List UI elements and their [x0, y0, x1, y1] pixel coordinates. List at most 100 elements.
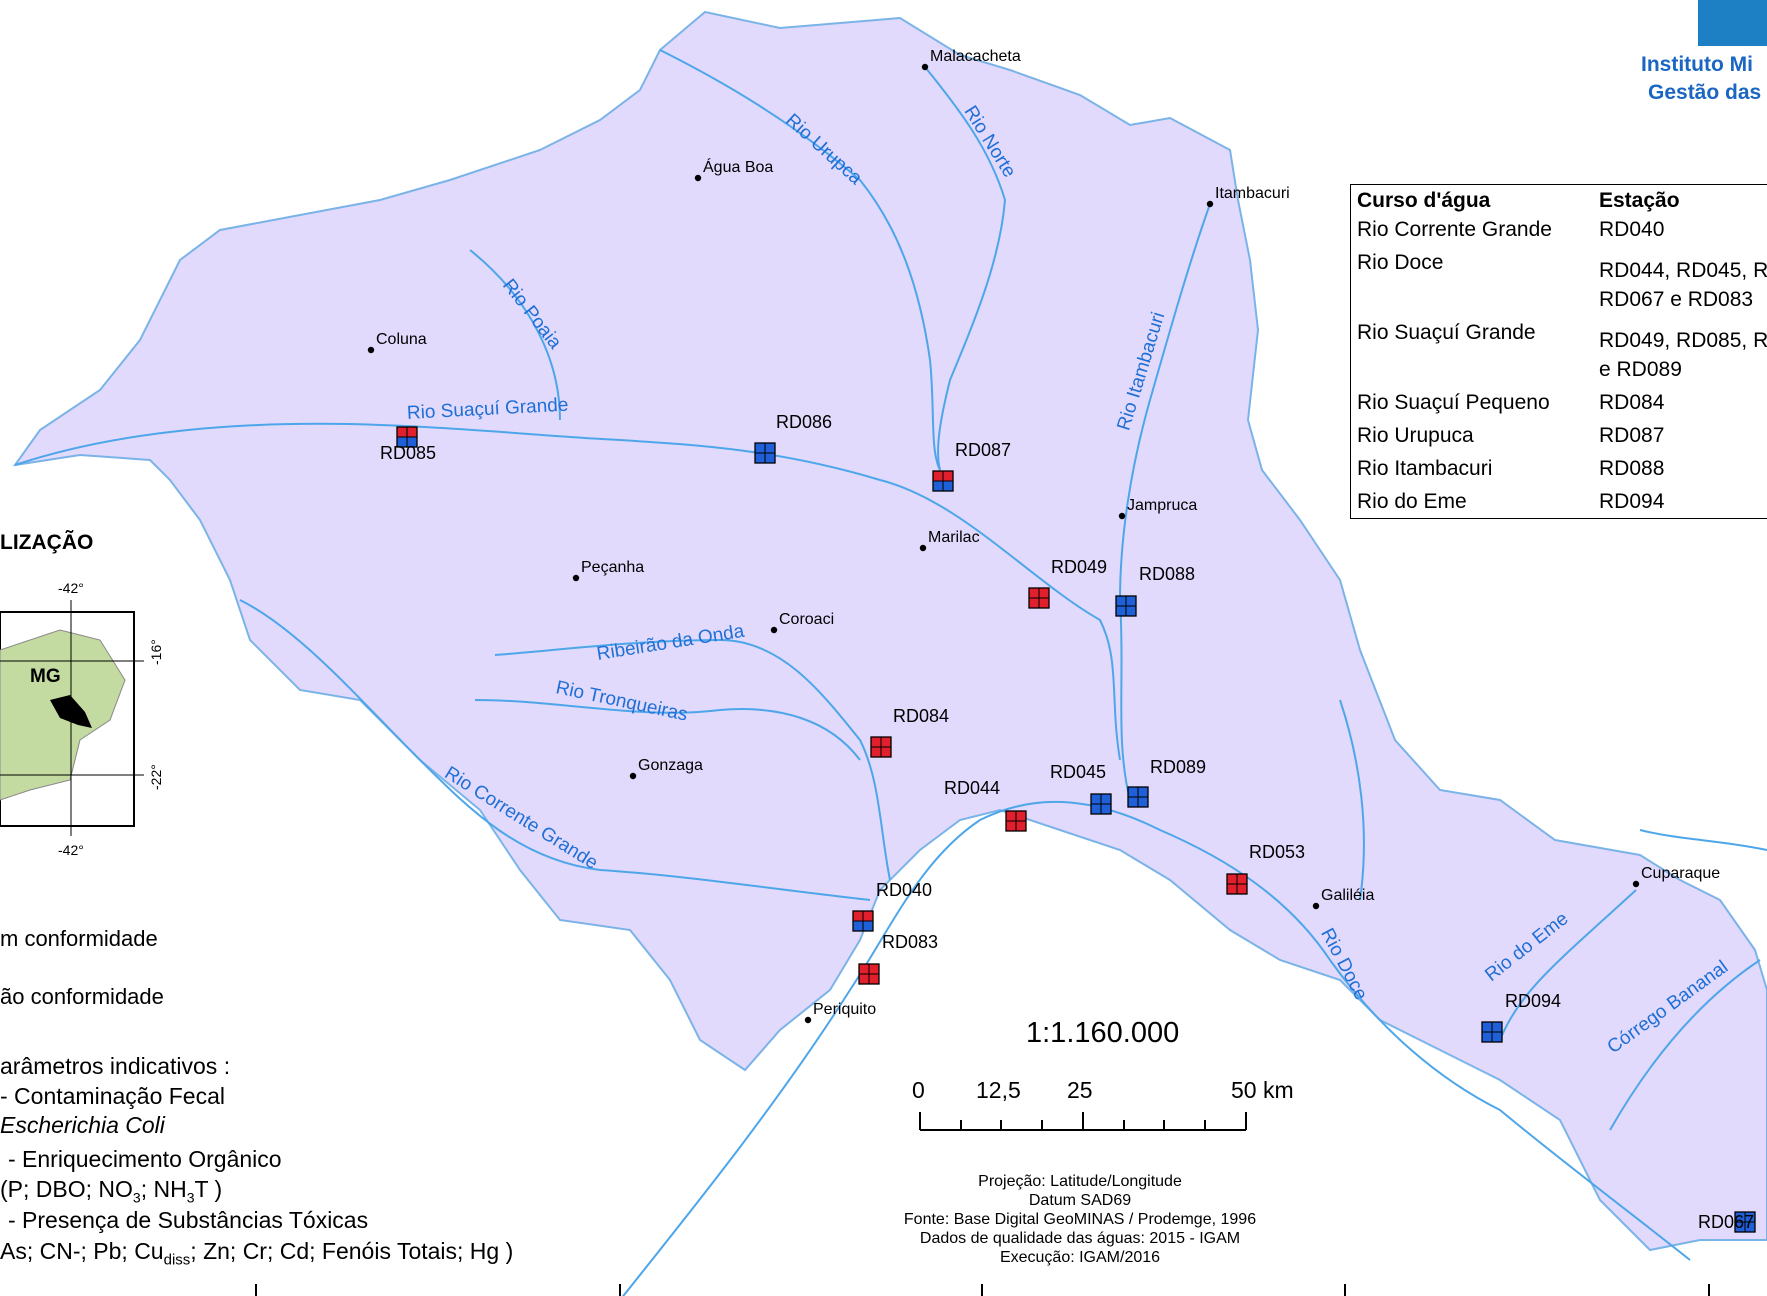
- legend-param-1b-species: Escherichia Coli: [0, 1112, 165, 1138]
- city-label: Periquito: [813, 1001, 877, 1018]
- city-dot: [572, 574, 580, 582]
- city-dot: [1206, 200, 1214, 208]
- table-cell-estacao: RD049, RD085, R e RD089: [1599, 329, 1767, 381]
- city-dot: [1312, 902, 1320, 910]
- city-label: Água Boa: [703, 159, 774, 176]
- city-dot: [919, 544, 927, 552]
- table-cell-estacao: RD084: [1599, 391, 1665, 414]
- station-marker[interactable]: [1734, 1211, 1756, 1233]
- station-label: RD067: [1698, 1212, 1755, 1232]
- station-label: RD086: [776, 412, 833, 432]
- table-header-estacao: Estação: [1599, 189, 1680, 212]
- station-marker[interactable]: [1226, 873, 1248, 895]
- table-cell-estacao: RD044, RD045, R RD067 e RD083: [1599, 259, 1767, 311]
- table-cell-curso: Rio Suaçuí Grande: [1357, 321, 1536, 344]
- table-cell-curso: Rio Urupuca: [1357, 424, 1474, 447]
- credit-line: Datum SAD69: [1028, 1192, 1132, 1209]
- station-marker[interactable]: [870, 736, 892, 758]
- station-markers: [396, 426, 1756, 1233]
- table-row: Rio Doce RD044, RD045, R RD067 e RD083: [1351, 246, 1767, 316]
- legend-param-3: - Presença de Substâncias Tóxicas: [8, 1207, 369, 1233]
- station-label: RD053: [1249, 842, 1306, 862]
- station-label: RD049: [1051, 557, 1108, 577]
- station-marker[interactable]: [852, 910, 874, 932]
- city-label: Gonzaga: [638, 757, 703, 774]
- station-marker[interactable]: [1028, 587, 1050, 609]
- table-row: Rio do Eme RD094: [1351, 485, 1767, 519]
- city-label: Itambacuri: [1215, 185, 1290, 202]
- table-cell-curso: Rio Suaçuí Pequeno: [1357, 391, 1550, 414]
- scale-tick-1: 12,5: [976, 1077, 1021, 1103]
- station-label: RD040: [876, 880, 933, 900]
- legend-non: ão conformidade: [0, 984, 164, 1009]
- credit-line: Projeção: Latitude/Longitude: [978, 1173, 1182, 1190]
- station-marker[interactable]: [858, 963, 880, 985]
- city-dots: [367, 63, 1640, 1024]
- legend-param-2b: (P; DBO; NO3; NH3T ): [0, 1176, 223, 1206]
- locator-lon-top: -42°: [58, 580, 84, 596]
- city-label: Coluna: [376, 331, 427, 348]
- credit-line: Execução: IGAM/2016: [999, 1249, 1161, 1266]
- river-network: [14, 49, 1767, 1296]
- legend-param-1: - Contaminação Fecal: [0, 1083, 225, 1109]
- map-credits: Projeção: Latitude/Longitude Datum SAD69…: [860, 1172, 1300, 1267]
- frame-ticks: [255, 1284, 1710, 1296]
- scale-tick-2: 25: [1067, 1077, 1093, 1103]
- station-label: RD089: [1150, 757, 1207, 777]
- stations-table: Curso d'água Estação Rio Corrente Grande…: [1350, 184, 1767, 519]
- credit-line: Fonte: Base Digital GeoMINAS / Prodemge,…: [903, 1211, 1257, 1228]
- station-marker[interactable]: [396, 426, 418, 448]
- legend-params-title: arâmetros indicativos :: [0, 1053, 231, 1079]
- station-marker[interactable]: [1481, 1021, 1503, 1043]
- table-cell-curso: Rio Itambacuri: [1357, 457, 1493, 480]
- table-row: Rio Itambacuri RD088: [1351, 452, 1767, 485]
- station-label: RD045: [1050, 762, 1107, 782]
- station-label: RD084: [893, 706, 950, 726]
- locator-inset: [0, 600, 144, 836]
- city-dot: [804, 1016, 812, 1024]
- legend-param-1b: Escherichia Coli: [0, 1111, 165, 1139]
- scale-ratio: 1:1.160.000: [1026, 1017, 1180, 1049]
- station-label: RD083: [882, 932, 939, 952]
- basin-area: [12, 10, 1767, 1252]
- table-cell-estacao: RD094: [1599, 490, 1665, 513]
- station-marker[interactable]: [754, 442, 776, 464]
- station-marker[interactable]: [932, 470, 954, 492]
- scale-tick-3: 50 km: [1231, 1077, 1294, 1103]
- credit-line: Dados de qualidade das águas: 2015 - IGA…: [919, 1230, 1241, 1247]
- table-row: Rio Suaçuí Pequeno RD084: [1351, 386, 1767, 419]
- city-label: Jampruca: [1127, 497, 1198, 514]
- table-cell-curso: Rio do Eme: [1357, 490, 1467, 513]
- city-dot: [1632, 880, 1640, 888]
- table-header-curso: Curso d'água: [1357, 189, 1491, 212]
- station-label: RD094: [1505, 991, 1562, 1011]
- city-dot: [367, 346, 375, 354]
- table-cell-curso: Rio Corrente Grande: [1357, 218, 1552, 241]
- city-label: Marilac: [928, 529, 980, 546]
- table-cell-curso: Rio Doce: [1357, 251, 1444, 274]
- station-marker[interactable]: [1090, 793, 1112, 815]
- table-row: Rio Suaçuí Grande RD049, RD085, R e RD089: [1351, 316, 1767, 386]
- city-dot: [1118, 512, 1126, 520]
- station-marker[interactable]: [1115, 595, 1137, 617]
- institution-line1: Instituto Mi: [1641, 53, 1753, 76]
- locator-lat-2: -22°: [148, 764, 164, 790]
- table-cell-estacao: RD087: [1599, 424, 1665, 447]
- city-dot: [694, 174, 702, 182]
- locator-title: LIZAÇÃO: [0, 531, 94, 554]
- city-label: Malacacheta: [930, 48, 1021, 65]
- city-label: Galiléia: [1321, 887, 1375, 904]
- table-row: Rio Urupuca RD087: [1351, 419, 1767, 452]
- station-marker[interactable]: [1127, 786, 1149, 808]
- city-label: Cuparaque: [1641, 865, 1721, 882]
- city-label: Coroaci: [779, 611, 835, 628]
- locator-lat-1: -16°: [148, 639, 164, 665]
- table-cell-estacao: RD088: [1599, 457, 1665, 480]
- station-marker[interactable]: [1005, 810, 1027, 832]
- scale-bar: [919, 1112, 1247, 1131]
- institution-line2: Gestão das: [1648, 81, 1762, 104]
- legend-param-3b: As; CN-; Pb; Cudiss; Zn; Cr; Cd; Fenóis …: [0, 1238, 514, 1269]
- station-label: RD044: [944, 778, 1001, 798]
